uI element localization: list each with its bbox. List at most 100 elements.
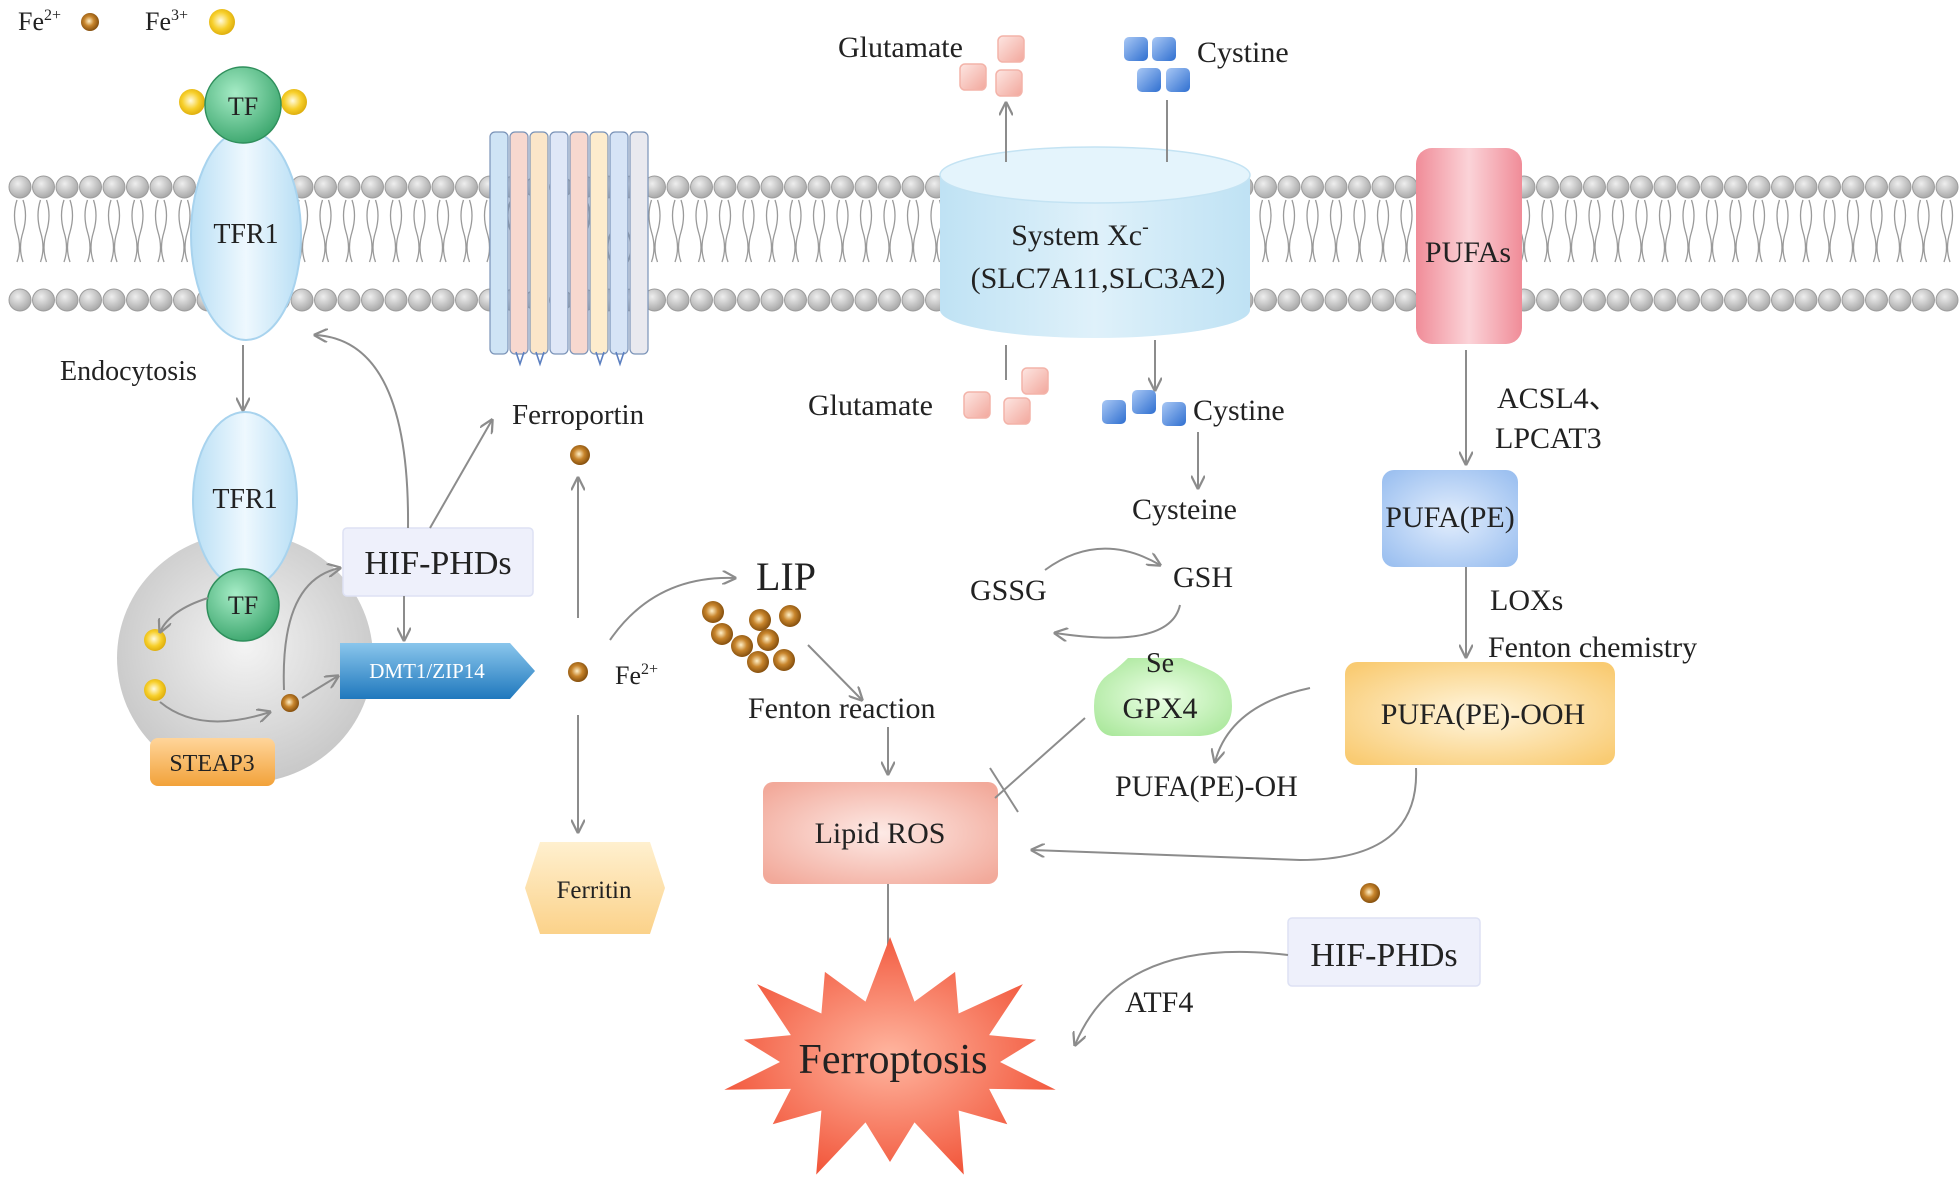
atf4-label: ATF4: [1125, 986, 1193, 1019]
cystine-outside-molecules: [1124, 37, 1190, 92]
pufa-pe-box: PUFA(PE): [1382, 470, 1518, 567]
glutamate-molecule-icon: [959, 63, 987, 91]
pufas-label: PUFAs: [1425, 236, 1511, 269]
glutamate-molecule-icon: [995, 69, 1023, 97]
fe2-to-lip-arrow: [609, 578, 735, 641]
ferroportin-channel: [489, 131, 649, 367]
ferroportin-label: Ferroportin: [512, 399, 645, 431]
fe2-ion-icon: [747, 651, 769, 673]
fe3-ion-icon: [179, 89, 205, 115]
glutamate-molecule-icon: [1021, 367, 1049, 395]
hif-phds-left-label: HIF-PHDs: [364, 545, 511, 582]
gsh-label: GSH: [1173, 561, 1233, 594]
tfr1-bottom-label: TFR1: [212, 484, 277, 515]
fe2-to-hif-arrow: [282, 568, 340, 691]
hif-phds-left-box: HIF-PHDs: [342, 527, 534, 597]
ferroptosis-burst: Ferroptosis: [724, 937, 1056, 1175]
legend-fe3-label: Fe3+: [145, 7, 188, 36]
fe2-ion-icon: [81, 13, 99, 31]
pufa-pe-ooh-box: PUFA(PE)-OOH: [1345, 662, 1615, 765]
fe3-ion-icon: [209, 9, 235, 35]
pufa-pe-oh-label: PUFA(PE)-OH: [1115, 770, 1298, 803]
lip-to-fenton-arrow: [807, 644, 862, 700]
fenton-chemistry-label: Fenton chemistry: [1488, 631, 1697, 664]
pufa-pe-ooh-label: PUFA(PE)-OOH: [1381, 698, 1585, 731]
cystine-molecule-icon: [1124, 37, 1148, 61]
cystine-molecule-icon: [1132, 390, 1156, 414]
hif-phds-right-box: HIF-PHDs: [1287, 917, 1481, 987]
hif-to-ferroportin-arrow: [429, 420, 492, 529]
glutamate-outside-label: Glutamate: [838, 31, 963, 64]
fe2-ion-icon: [779, 605, 801, 627]
ferritin-box: Ferritin: [525, 842, 665, 934]
lipid-ros-label: Lipid ROS: [815, 817, 946, 850]
steap3-box: [150, 738, 275, 786]
fe2-ion-icon: [702, 601, 724, 623]
fe3-ion-icon: [281, 89, 307, 115]
fe3-ion-icon: [144, 679, 166, 701]
fe2-to-dmt1-arrow: [301, 676, 338, 699]
gpx4-inhibition-line: [994, 717, 1086, 799]
cystine-molecule-icon: [1137, 68, 1161, 92]
legend-fe2-label: Fe2+: [18, 7, 61, 36]
glutamate-molecule-icon: [997, 35, 1025, 63]
tf-bottom-label: TF: [228, 591, 258, 620]
fe2-mid-label: Fe2+: [615, 661, 658, 690]
gpx4-enzyme: Se GPX4: [1094, 648, 1232, 736]
system-xc-transporter: System Xc- (SLC7A11,SLC3A2): [939, 146, 1251, 338]
fe2-ion-icon: [570, 445, 590, 465]
cystine-molecule-icon: [1162, 402, 1186, 426]
glutamate-molecule-icon: [1003, 397, 1031, 425]
cystine-inside-molecules: [1102, 390, 1186, 426]
fe3-ion-icon: [144, 629, 166, 651]
ferritin-label: Ferritin: [557, 877, 632, 904]
tf-top-label: TF: [228, 92, 258, 121]
loxs-label: LOXs: [1490, 584, 1563, 617]
ooh-to-oh-arrow: [1215, 687, 1311, 762]
gpx4-label: GPX4: [1122, 692, 1197, 725]
system-xc-label-line1: System Xc-: [1011, 216, 1149, 252]
fe2-ion-icon: [1360, 883, 1380, 903]
cystine-molecule-icon: [1102, 400, 1126, 424]
ooh-to-ros-arrow: [1032, 767, 1418, 862]
hif-to-tfr1-arrow: [315, 335, 410, 529]
lip-iron-pool: [702, 601, 801, 673]
cystine-inside-label: Cystine: [1193, 394, 1285, 427]
tfr1-membrane-receptor: TFR1: [190, 129, 302, 341]
lpcat3-label: LPCAT3: [1495, 422, 1602, 455]
fenton-reaction-label: Fenton reaction: [748, 692, 935, 725]
fe2-ion-icon: [568, 662, 588, 682]
fe2-ion-icon: [757, 629, 779, 651]
gpx4-inhibition-bar: [989, 767, 1019, 813]
tf-top-complex: TF: [179, 66, 307, 144]
fe2-ion-icon: [281, 694, 299, 712]
acsl4-label: ACSL4、: [1497, 382, 1619, 415]
gsh-to-gssg-arrow: [1055, 604, 1181, 638]
fe2-ion-icon: [773, 649, 795, 671]
fe2-ion-icon: [711, 623, 733, 645]
lip-label: LIP: [756, 554, 816, 599]
dmt1-zip14-transporter: DMT1/ZIP14: [340, 643, 535, 699]
pufas-membrane-lipid: PUFAs: [1416, 148, 1522, 344]
se-label: Se: [1146, 648, 1174, 679]
fe2-ion-icon: [731, 635, 753, 657]
glutamate-inside-label: Glutamate: [808, 389, 933, 422]
hif-to-ferroptosis-arrow: [1075, 950, 1289, 1045]
legend: Fe2+ Fe3+: [18, 7, 235, 36]
glutamate-inside-molecules: [963, 367, 1049, 425]
pufa-pe-label: PUFA(PE): [1385, 501, 1514, 534]
hif-phds-right-label: HIF-PHDs: [1310, 937, 1457, 974]
ferroptosis-label: Ferroptosis: [799, 1037, 988, 1083]
dmt1-label: DMT1/ZIP14: [369, 659, 485, 683]
cysteine-label: Cysteine: [1132, 493, 1237, 526]
tfr1-top-label: TFR1: [213, 219, 278, 250]
steap3-label: STEAP3: [169, 751, 254, 777]
gssg-label: GSSG: [970, 574, 1047, 607]
fe2-ion-icon: [749, 609, 771, 631]
cystine-molecule-icon: [1166, 68, 1190, 92]
glutamate-outside-molecules: [959, 35, 1025, 97]
lipid-ros-box: Lipid ROS: [763, 782, 998, 884]
glutamate-molecule-icon: [963, 391, 991, 419]
